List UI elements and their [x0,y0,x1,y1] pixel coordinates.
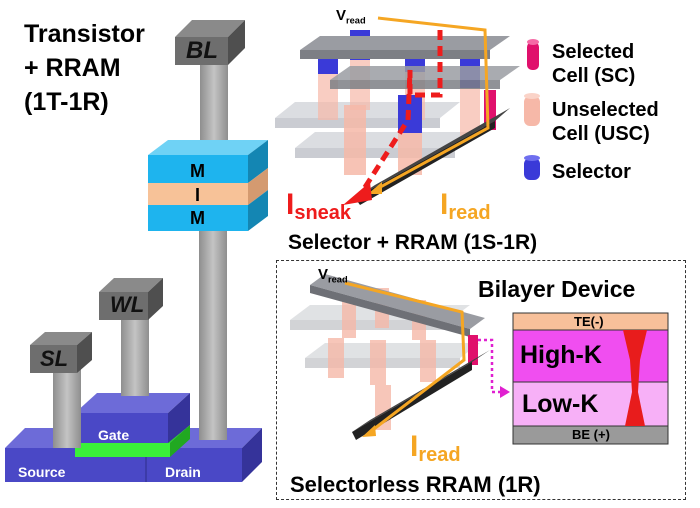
legend-selector-label: Selector [552,161,631,183]
source-label: Source [18,464,66,480]
selectorless-selected-cell [468,335,478,365]
sl-label: SL [40,346,69,371]
isneak-path [357,30,443,197]
mim-stack [148,140,268,231]
legend-unselected-icon [524,93,540,126]
bl-label: BL [186,37,218,64]
mim-layer-top: M [190,161,205,181]
drain-pillar [199,225,227,440]
isneak-arrowhead [343,182,372,205]
iread-label-1s1r: Iread [440,188,491,224]
gate-label: Gate [98,427,130,443]
caption-1s1r: Selector + RRAM (1S-1R) [288,231,538,254]
title-1t1r-line3: (1T-1R) [24,88,109,116]
vread-label-selectorless: Vread [318,266,348,285]
zoom-pointer-arrow [478,338,500,394]
legend-unselected-line1: Unselected [552,99,659,121]
legend-selected-icon [527,39,539,70]
conductive-filament [623,330,647,426]
wl-pillar [99,278,163,396]
te-label: TE(-) [574,314,604,329]
mim-layer-bottom: M [190,208,205,228]
crossbar-top-lines [300,36,520,89]
title-1t1r-line2: + RRAM [24,54,121,82]
caption-selectorless: Selectorless RRAM (1R) [290,472,541,497]
bilayer-device-title: Bilayer Device [478,276,636,302]
selectorless-top-lines [310,274,485,337]
iread-label-selectorless: Iread [410,430,461,466]
legend-selector-icon [524,155,540,180]
vread-label-1s1r: Vread [336,7,366,26]
mim-layer-insulator: I [195,185,201,205]
isneak-label: Isneak [286,188,352,224]
drain-label: Drain [165,464,201,480]
iread-path-1s1r [374,16,490,192]
legend-unselected-line2: Cell (USC) [552,123,650,145]
selectorless-box [276,260,686,500]
low-k-label: Low-K [522,390,599,418]
iread-path-selectorless [344,281,466,434]
be-label: BE (+) [572,427,610,442]
title-1t1r-line1: Transistor [24,20,145,48]
unselected-cells [318,30,480,175]
wl-label: WL [110,292,145,317]
gate-block [75,393,190,457]
legend-selected-line2: Cell (SC) [552,65,636,87]
bl-pillar [175,20,245,155]
legend-selected-line1: Selected [552,41,635,63]
sl-pillar [30,332,92,448]
high-k-label: High-K [520,341,602,369]
